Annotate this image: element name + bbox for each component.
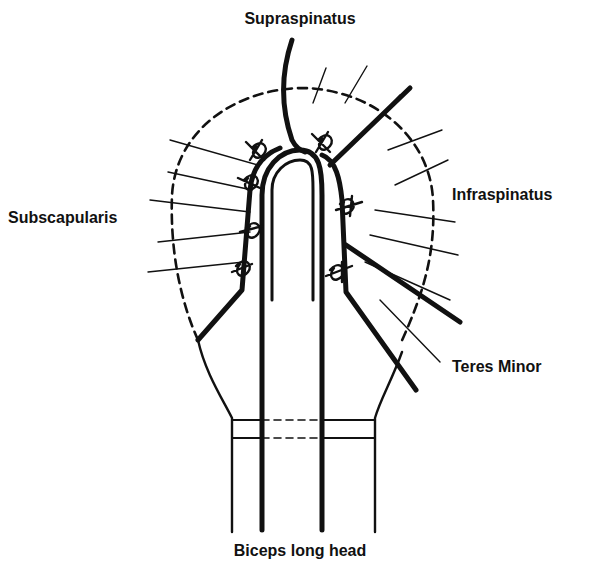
humerus-shaft <box>198 340 232 532</box>
infraspinatus-tendon <box>322 155 416 390</box>
part-label: Biceps long head <box>234 542 366 560</box>
part-label: Supraspinatus <box>244 10 355 28</box>
part-label: Infraspinatus <box>452 186 552 204</box>
humeral-head-outline <box>172 88 434 345</box>
subscapularis-tendon <box>198 148 280 340</box>
biceps-tendon <box>262 150 322 530</box>
suture <box>232 132 362 282</box>
infraspinatus-tendon <box>346 245 460 322</box>
infraspinatus-tendon <box>330 88 410 165</box>
supraspinatus-tendon <box>284 40 305 152</box>
part-label: Subscapularis <box>8 209 117 227</box>
cut-line <box>232 420 375 438</box>
part-label: Teres Minor <box>452 358 542 376</box>
biceps-tendon <box>272 160 313 300</box>
humerus-shaft <box>375 352 402 532</box>
muscle-fibers <box>148 66 458 362</box>
cut-line <box>262 420 322 438</box>
